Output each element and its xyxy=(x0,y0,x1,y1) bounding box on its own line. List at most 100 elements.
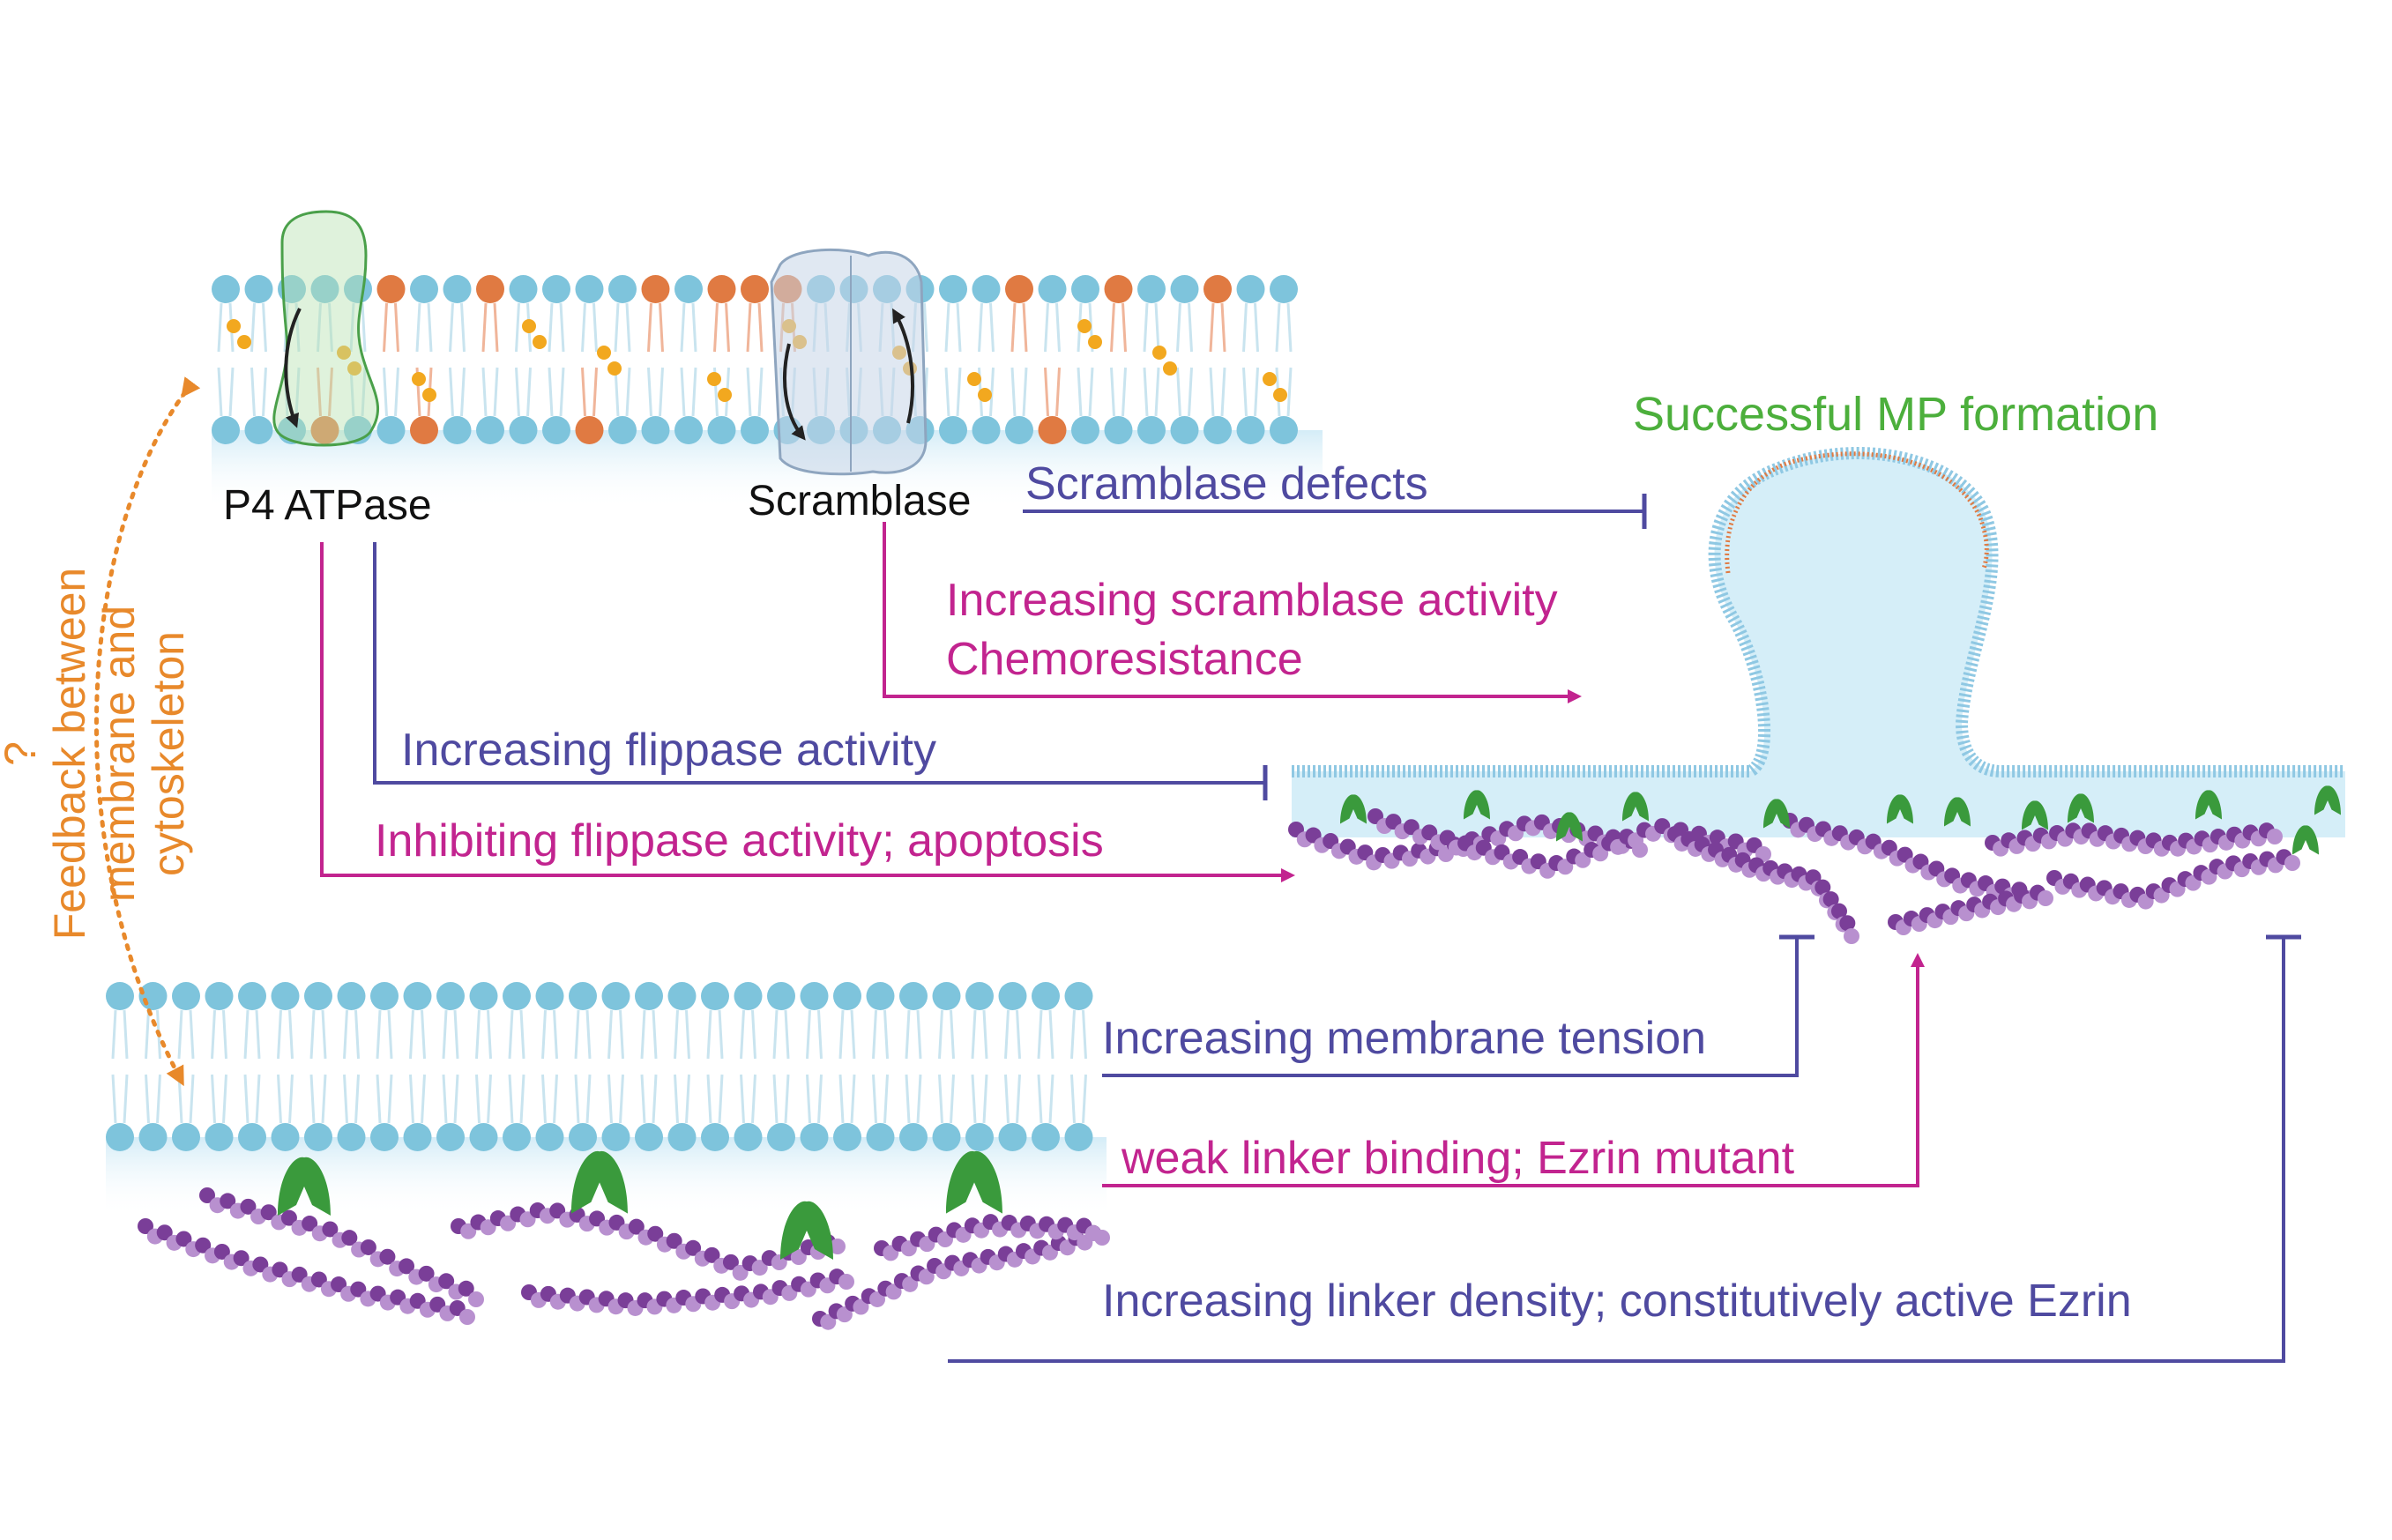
cholesterol-molecule xyxy=(1077,319,1092,333)
cholesterol-molecule xyxy=(227,319,241,333)
actin-monomer xyxy=(1592,845,1609,862)
lipid-head xyxy=(734,1123,763,1151)
membrane-bleb-icon xyxy=(1292,453,2345,837)
actin-monomer xyxy=(195,1237,212,1254)
lipid-head xyxy=(1104,416,1133,444)
actin-monomer xyxy=(1085,1225,1101,1241)
actin-monomer xyxy=(240,1198,257,1215)
actin-monomer xyxy=(252,1256,269,1273)
lipid-head xyxy=(833,982,861,1010)
lipid-head xyxy=(476,275,504,303)
actin-monomer xyxy=(291,1266,308,1283)
ezrin-linker-icon xyxy=(571,1150,628,1214)
lipid-head xyxy=(575,275,604,303)
lipid-head xyxy=(899,1123,928,1151)
actin-monomer xyxy=(260,1204,277,1221)
cholesterol-molecule xyxy=(522,319,536,333)
lipid-head xyxy=(410,416,438,444)
lipid-head xyxy=(899,982,928,1010)
cholesterol-molecule xyxy=(707,372,721,386)
lipid-head xyxy=(641,416,670,444)
feedback-arrow xyxy=(93,376,201,1087)
cholesterol-molecule xyxy=(412,372,426,386)
lipid-head xyxy=(1137,416,1166,444)
lipid-head xyxy=(370,982,399,1010)
ezrin-linker-icon xyxy=(2292,825,2319,855)
actin-monomer xyxy=(458,1280,474,1297)
lipid-head xyxy=(667,1123,697,1151)
lipid-head xyxy=(304,1123,332,1151)
p4-atpase-label: P4 ATPase xyxy=(223,482,432,529)
lipid-head xyxy=(542,275,570,303)
inhibiting-flippase-label: Inhibiting flippase activity; apoptosis xyxy=(375,815,1104,867)
ezrin-linker-icon xyxy=(1622,792,1649,822)
lipid-head xyxy=(337,1123,366,1151)
actin-monomer xyxy=(685,1239,702,1256)
lipid-head xyxy=(866,1123,895,1151)
actin-monomer xyxy=(156,1224,173,1241)
lipid-head xyxy=(535,982,564,1010)
lipid-head xyxy=(800,982,829,1010)
actin-monomer xyxy=(836,1306,853,1323)
lipid-head xyxy=(767,982,795,1010)
lipid-head xyxy=(601,982,630,1010)
right-actin-network xyxy=(1288,785,2341,944)
actin-monomer xyxy=(751,1260,768,1276)
actin-monomer xyxy=(272,1261,288,1278)
lipid-head xyxy=(701,982,729,1010)
actin-monomer xyxy=(1822,891,1839,908)
lipid-head xyxy=(601,1123,630,1151)
actin-monomer xyxy=(331,1276,347,1293)
lipid-head xyxy=(608,416,637,444)
actin-monomer xyxy=(2267,829,2283,844)
actin-monomer xyxy=(771,1254,787,1271)
lipid-head xyxy=(244,416,273,444)
feedback-line-3: cytoskeleton xyxy=(144,631,193,876)
actin-monomer xyxy=(459,1309,475,1325)
lipid-head xyxy=(509,416,538,444)
actin-monomer xyxy=(2038,890,2053,906)
lipid-head xyxy=(932,1123,961,1151)
lipid-head xyxy=(443,416,472,444)
feedback-question: ? xyxy=(0,741,45,766)
scramblase-defects-label: Scramblase defects xyxy=(1025,458,1428,510)
lipid-head xyxy=(965,982,994,1010)
linker-density-label: Increasing linker density; constitutivel… xyxy=(1102,1276,2132,1327)
actin-monomer xyxy=(418,1265,435,1282)
lipid-head xyxy=(767,1123,795,1151)
lipid-head xyxy=(569,1123,597,1151)
lipid-head xyxy=(569,982,597,1010)
actin-monomer xyxy=(310,1271,327,1288)
lipid-head xyxy=(310,275,339,303)
cholesterol-molecule xyxy=(597,346,611,360)
actin-monomer xyxy=(322,1221,339,1238)
actin-monomer xyxy=(468,1291,484,1307)
actin-monomer xyxy=(902,1276,919,1292)
lipid-head xyxy=(635,1123,663,1151)
lipid-head xyxy=(1270,275,1298,303)
lipid-head xyxy=(469,1123,498,1151)
lipid-head xyxy=(1203,416,1232,444)
p4-atpase-icon xyxy=(272,210,379,447)
lipid-head xyxy=(1203,275,1232,303)
actin-monomer xyxy=(438,1273,455,1290)
lipid-head xyxy=(370,1123,399,1151)
linker-density-inhibit-line xyxy=(948,934,2301,1363)
lipid-head xyxy=(734,982,763,1010)
lipid-head xyxy=(932,982,961,1010)
lipid-head xyxy=(707,416,736,444)
chemoresistance-label: Chemoresistance xyxy=(946,634,1303,685)
lipid-head xyxy=(1064,982,1093,1010)
lipid-head xyxy=(410,275,438,303)
lipid-head xyxy=(172,1123,200,1151)
increasing-flippase-label: Increasing flippase activity xyxy=(401,725,936,776)
lipid-head xyxy=(1032,1123,1060,1151)
ezrin-linker-icon xyxy=(2068,793,2094,823)
ezrin-linker-icon xyxy=(1464,790,1490,820)
bottom-actin-network xyxy=(138,1150,1110,1330)
lipid-head xyxy=(800,1123,829,1151)
actin-monomer xyxy=(1557,859,1574,875)
lipid-head xyxy=(674,275,703,303)
successful-mp-label: Successful MP formation xyxy=(1633,388,2159,441)
